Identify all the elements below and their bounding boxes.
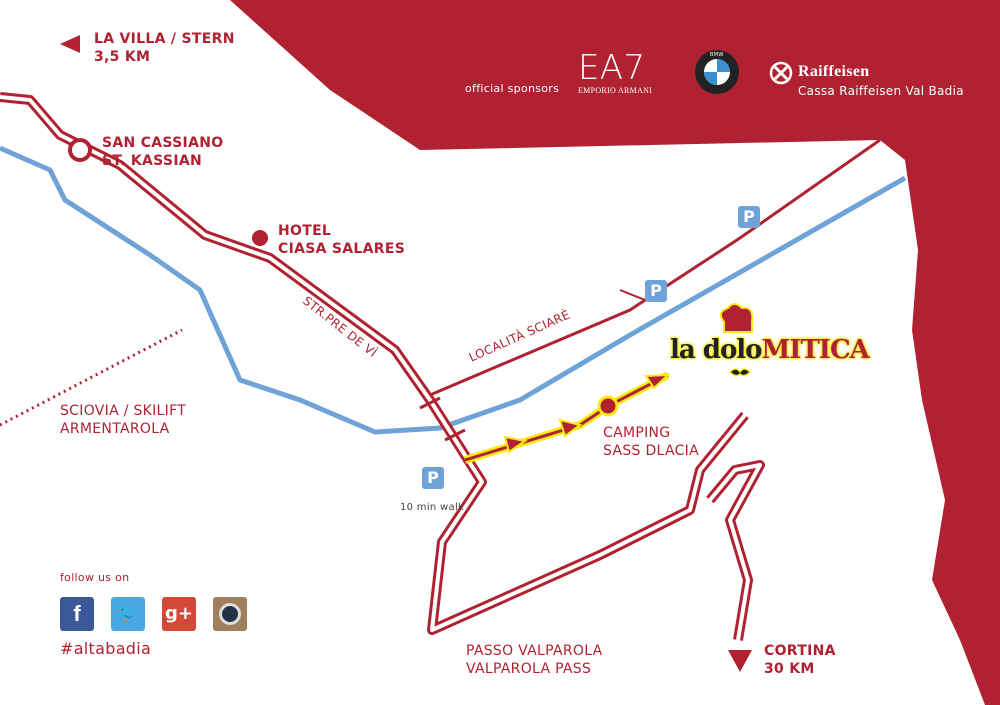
main-road (0, 92, 749, 635)
sponsors-label: official sponsors (465, 82, 560, 95)
ea7-subtitle: EMPORIO ARMANI (578, 86, 653, 95)
raiffeisen-subtitle: Cassa Raiffeisen Val Badia (798, 84, 964, 98)
raiffeisen-logo: Raiffeisen (798, 63, 870, 80)
facebook-icon[interactable]: f (60, 597, 94, 631)
parking-icon: P (738, 206, 760, 228)
route-arrow (558, 418, 583, 438)
hashtag-label: #altabadia (60, 639, 152, 658)
down-arrow-icon (728, 650, 752, 672)
parking-icon: P (645, 280, 667, 302)
google-plus-icon[interactable]: g+ (162, 597, 196, 631)
moustache-icon (728, 368, 752, 377)
left-arrow-icon (60, 35, 80, 53)
raiffeisen-logo-icon (769, 61, 793, 85)
instagram-icon[interactable] (213, 597, 247, 631)
ladolomitica-logo: la doloMITICA (670, 335, 870, 365)
route-arrow (644, 373, 671, 390)
parking-icon: P (422, 467, 444, 489)
skilift-line (0, 328, 183, 427)
twitter-icon[interactable]: 🐦 (111, 597, 145, 631)
river (0, 145, 907, 435)
bmw-text: BMW (710, 52, 724, 58)
walk-label: 10 min walk (400, 502, 465, 513)
red-area (230, 0, 1000, 705)
follow-label: follow us on (60, 571, 130, 584)
route-arrow (503, 435, 528, 454)
road-localita-sciare (429, 138, 881, 397)
camping-marker (597, 395, 619, 417)
chef-hat-icon (719, 303, 754, 333)
san-cassiano-marker (68, 138, 92, 162)
hotel-marker (252, 230, 268, 246)
ea7-logo: EA7 (578, 48, 646, 88)
